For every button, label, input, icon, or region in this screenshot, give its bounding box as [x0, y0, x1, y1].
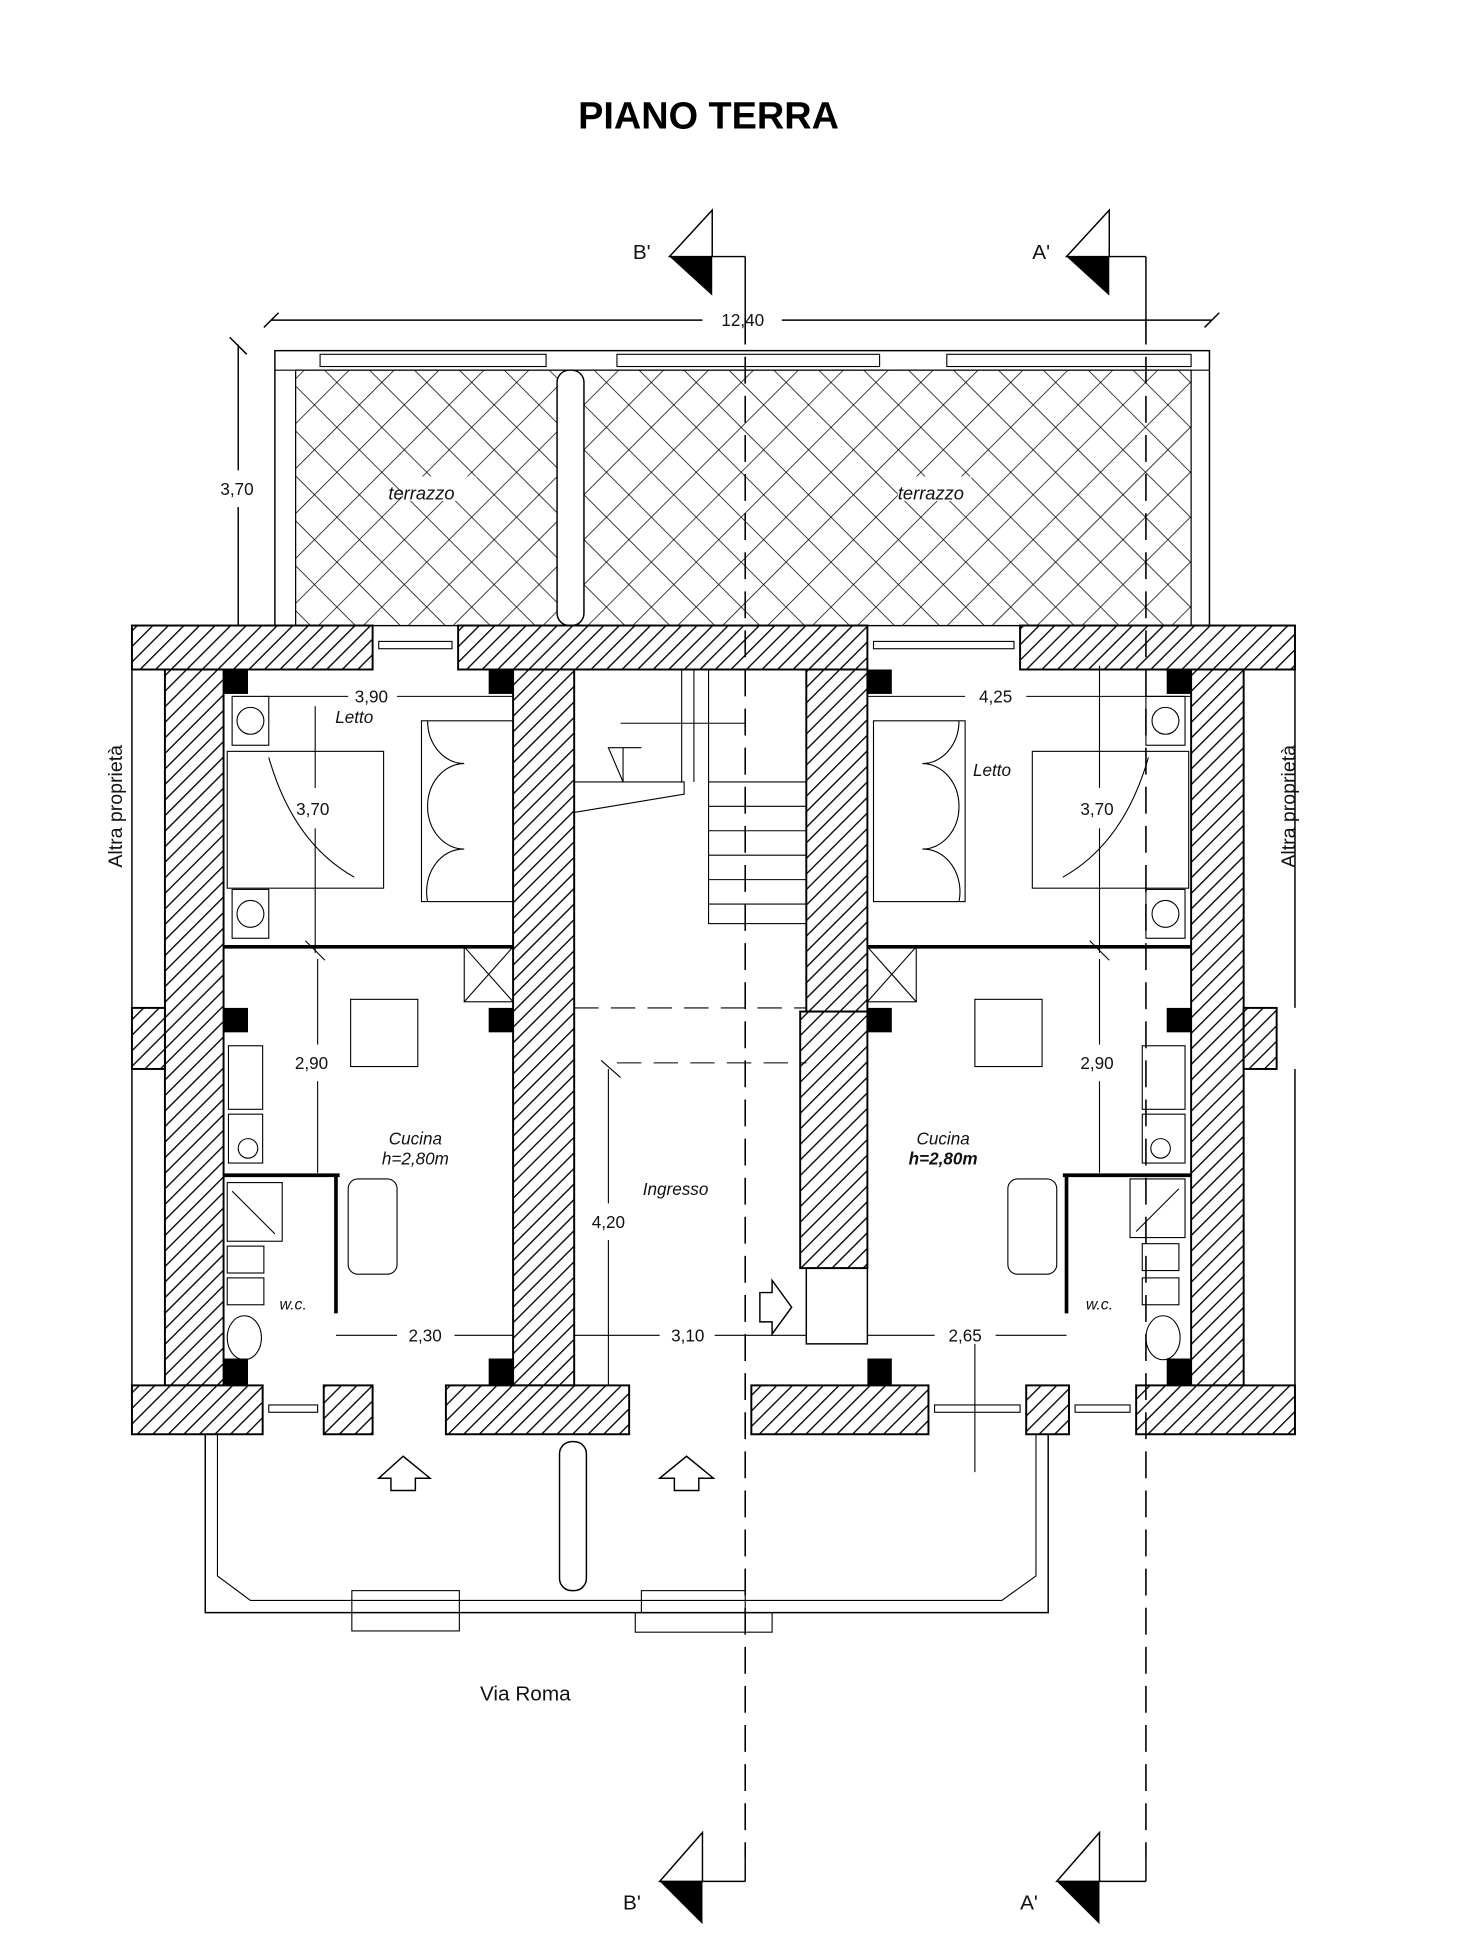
section-label: B' — [633, 241, 651, 264]
rooms-bedroom-left-label: Letto — [335, 708, 373, 727]
dimensions-entrance-width-label: 3,10 — [671, 1326, 704, 1345]
rooms-entrance-label: Ingresso — [643, 1180, 709, 1199]
table-icon — [350, 998, 419, 1068]
dimensions-left-kitchen-depth-label: 2,90 — [295, 1054, 328, 1073]
armchair-icon — [1007, 1178, 1058, 1275]
dimensions-right-bedroom-depth-label: 3,70 — [1080, 800, 1113, 819]
rooms-bedroom-right-label: Letto — [973, 761, 1011, 780]
street-label: Via Roma — [480, 1683, 571, 1706]
rooms-kitchen-left-height-label: h=2,80m — [382, 1149, 449, 1168]
porch — [204, 1434, 1049, 1633]
dimensions-left-bedroom-width-label: 3,90 — [355, 687, 388, 706]
dimension-terrace-depth: 3,70 — [220, 336, 254, 626]
rooms-terrace-left-label: terrazzo — [388, 483, 454, 504]
terrace: terrazzo terrazzo — [274, 349, 1211, 627]
dimensions-left-kitchen-width-label: 2,30 — [408, 1326, 441, 1345]
stair-entrance: Ingresso 4,20 3,10 — [574, 668, 807, 1386]
walls — [130, 624, 1296, 1436]
section-marker-a-top: A' — [1032, 208, 1147, 318]
wardrobe-icon — [872, 720, 966, 903]
entry-arrow-icon — [376, 1455, 433, 1492]
section-marker-a-bottom: A' — [1020, 1830, 1147, 1925]
dimensions-overall-width-label: 12,40 — [721, 311, 764, 330]
right-unit: 4,25 Letto 3,70 2,90 Cucina h=2,80m w.c.… — [866, 665, 1192, 1473]
armchair-icon — [347, 1178, 398, 1275]
rooms-kitchen-right-height-label: h=2,80m — [909, 1149, 978, 1168]
bed-icon — [226, 750, 385, 889]
dimensions-left-bedroom-depth-label: 3,70 — [296, 800, 329, 819]
stairs-icon — [708, 668, 807, 925]
dimensions-right-kitchen-depth-label: 2,90 — [1080, 1054, 1113, 1073]
section-marker-b-bottom: B' — [623, 1830, 746, 1925]
dimensions-right-kitchen-width-label: 2,65 — [948, 1326, 981, 1345]
rooms-wc-right-label: w.c. — [1086, 1297, 1113, 1314]
rooms-kitchen-right-label: Cucina — [917, 1130, 970, 1149]
entry-arrow-icon — [657, 1455, 716, 1492]
dimensions-terrace-depth-label: 3,70 — [220, 480, 253, 499]
entry-arrow-icon — [759, 1278, 793, 1337]
left-unit: 3,90 Letto 3,70 2,90 Cucina h=2,80m w.c.… — [223, 687, 514, 1361]
rooms-wc-left-label: w.c. — [280, 1297, 307, 1314]
rooms-terrace-right-label: terrazzo — [898, 483, 964, 504]
hedge-divider — [558, 1440, 588, 1592]
hedge-divider — [556, 369, 585, 627]
dimensions-right-bedroom-width-label: 4,25 — [979, 687, 1012, 706]
neighbor-right: Altra proprietà — [1278, 745, 1300, 868]
section-label: A' — [1032, 241, 1050, 264]
rooms-kitchen-left-label: Cucina — [389, 1130, 442, 1149]
table-icon — [974, 998, 1043, 1068]
neighbor-left: Altra proprietà — [105, 745, 127, 868]
section-marker-b-top: B' — [633, 208, 746, 318]
sections-a-bottom-label: A' — [1020, 1891, 1038, 1914]
sections-b-bottom-label: B' — [623, 1891, 641, 1914]
wardrobe-icon — [420, 720, 514, 903]
dimensions-entrance-depth-label: 4,20 — [592, 1213, 625, 1232]
dimension-overall: 12,40 — [263, 311, 1220, 330]
bed-icon — [1031, 750, 1190, 889]
plan-title: PIANO TERRA — [578, 95, 839, 137]
